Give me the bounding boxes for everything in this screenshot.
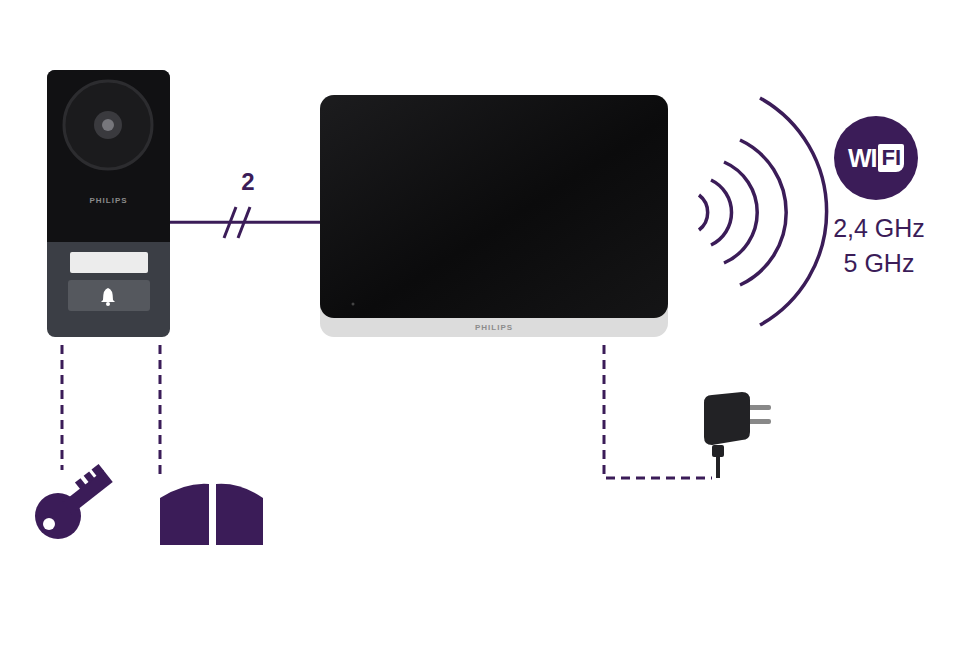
power-adapter: [704, 392, 771, 478]
brand-name: PHILIPS: [47, 196, 170, 205]
cable-mark: [224, 207, 250, 238]
wifi-waves: [699, 98, 827, 325]
wifi-text: FI: [878, 144, 904, 172]
monitor-box: PHILIPS: [320, 95, 668, 337]
monitor: [320, 95, 668, 337]
key-icon: [35, 464, 113, 539]
wifi-text: WI: [848, 144, 877, 173]
brand-name: PHILIPS: [320, 323, 668, 332]
door-station: [47, 70, 170, 337]
gate-icon: [160, 484, 263, 545]
wire-count: 2: [241, 168, 254, 196]
frequency-label: 5 GHz: [844, 249, 915, 278]
frequency-label: 2,4 GHz: [833, 214, 925, 243]
wifi-logo: WIFI: [834, 116, 918, 200]
dashed-wire: [62, 345, 712, 478]
door-station-box: PHILIPS: [47, 70, 170, 337]
